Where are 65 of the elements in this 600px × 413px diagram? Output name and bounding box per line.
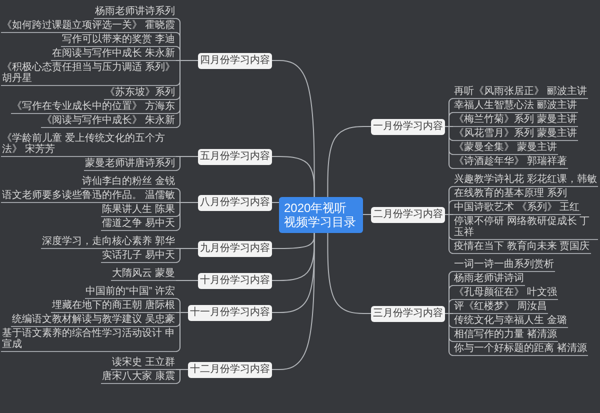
subtopic-text: 中国诗歌艺术 《系列》 王红 (453, 202, 581, 215)
subtopic-text: 《梅兰竹菊》系列 蒙曼主讲 (453, 114, 578, 127)
subtopic-text: 兴趣教学诗礼花 彩花红课，韩敏 (453, 174, 598, 187)
month-topic-box: 一月份学习内容 (371, 118, 445, 134)
subtopic-text: 基于语文素养的综合性学习活动设计 申宣成 (1, 328, 176, 352)
branch-line (176, 248, 198, 263)
subtopic-text: 埋藏在地下的商王朝 唐际根 (51, 300, 176, 313)
subtopic-text: 唐宋八大家 康震 (101, 371, 176, 384)
subtopic-text: 蒙曼老师讲唐诗系列 (84, 158, 176, 171)
month-topic-box: 十一月份学习内容 (188, 304, 272, 320)
subtopic-text: 评《红楼梦》 周汝昌 (453, 301, 548, 314)
month-topic-box: 五月份学习内容 (198, 148, 272, 164)
month-topic-box: 九月份学习内容 (198, 240, 272, 256)
month-topic-box: 十月份学习内容 (198, 272, 272, 288)
subtopic-text: 《积极心态责任担当与压力调适 系列》胡丹星 (1, 62, 176, 86)
branch-line (272, 202, 280, 203)
subtopic-text: 统编语文教材解读与教学建议 吴忠豪 (11, 314, 176, 327)
subtopic-text: 《如何跨过课题立项评选一关》 霍晓霞 (1, 20, 176, 33)
subtopic-text: 《苏东坡》系列 (104, 87, 176, 100)
branch-line (272, 232, 315, 370)
branch-line (176, 280, 198, 281)
subtopic-text: 诗仙李白的粉丝 金锐 (81, 176, 176, 189)
branch-line (176, 156, 198, 171)
subtopic-text: 语文老师要多读些鲁迅的作品。 温儒敏 (1, 190, 176, 203)
subtopic-text: 大隋风云 蒙曼 (111, 268, 176, 281)
subtopic-text: 《学龄前儿童 爱上传统文化的五个方法》 宋芳芳 (1, 133, 176, 157)
subtopic-text: 中国前的“中国” 许宏 (84, 286, 176, 299)
subtopic-text: 停课不停研 网络教研促成长 丁玉祥 (453, 216, 598, 240)
month-topic-box: 二月份学习内容 (371, 206, 445, 222)
branch-line (176, 312, 188, 352)
subtopic-text: 你与一个好标题的距离 褚清源 (453, 343, 588, 356)
month-topic-box: 八月份学习内容 (198, 194, 272, 210)
month-topic-box: 十二月份学习内容 (188, 362, 272, 378)
subtopic-text: 《风花雪月》系列 蒙曼主讲 (453, 128, 578, 141)
subtopic-text: 杨雨老师讲诗系列 (94, 6, 176, 19)
subtopic-text: 《写作在专业成长中的位置》 方海东 (11, 101, 176, 114)
branch-line (327, 232, 372, 314)
subtopic-text: 一词一诗一曲系列赏析 (453, 259, 555, 272)
branch-line (176, 369, 188, 384)
month-topic-box: 三月份学习内容 (371, 306, 445, 322)
subtopic-text: 陈果讲人生 陈果 (101, 204, 176, 217)
month-topic-box: 四月份学习内容 (198, 52, 272, 68)
subtopic-text: 在线教育的基本原理 系列 (453, 188, 568, 201)
subtopic-text: 再听《风雨张居正》 郦波主讲 (453, 86, 588, 99)
subtopic-text: 杨雨老师讲诗词 (453, 273, 525, 286)
subtopic-text: 《阅读与写作中成长》 朱永新 (41, 115, 176, 128)
subtopic-text: 儒道之争 易中天 (101, 218, 176, 231)
subtopic-text: 《孔母颜征在》 叶文强 (453, 287, 558, 300)
subtopic-text: 疫情在当下 教育向未来 贾国庆 (453, 241, 591, 254)
central-topic-box: 2020年视听视频学习目录 (279, 197, 363, 233)
subtopic-text: 在阅读与写作中成长 朱永新 (51, 48, 176, 61)
subtopic-text: 《蒙曼全集》 蒙曼主讲 (453, 142, 558, 155)
branch-line (362, 214, 372, 215)
subtopic-text: 传统文化与幸福人生 金璐 (453, 315, 568, 328)
subtopic-text: 《诗酒趁年华》 郭瑞祥著 (453, 156, 568, 169)
subtopic-text: 深度学习，走向核心素养 郭华 (41, 236, 176, 249)
branch-line (176, 202, 198, 231)
subtopic-text: 写作可以带来的奖赏 李迪 (61, 34, 176, 47)
subtopic-text: 相信写作的力量 褚清源 (453, 329, 558, 342)
subtopic-text: 实话孔子 易中天 (101, 250, 176, 263)
branch-line (272, 156, 315, 198)
branch-line (176, 60, 198, 128)
branch-line (327, 126, 372, 198)
subtopic-text: 幸福人生智慧心法 郦波主讲 (453, 100, 578, 113)
subtopic-text: 读宋史 王立群 (111, 357, 176, 370)
